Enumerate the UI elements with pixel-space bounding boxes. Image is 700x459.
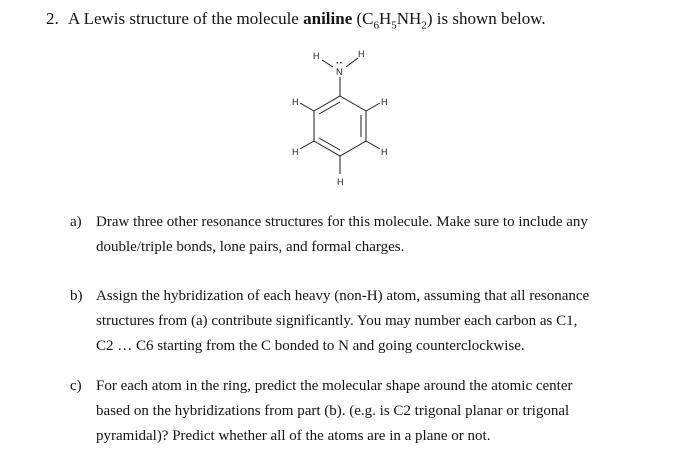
formula-sub-6: 6 xyxy=(373,19,379,32)
part-b-text: Assign the hybridization of each heavy (… xyxy=(96,284,650,359)
part-c-label: c) xyxy=(70,378,82,394)
question-number: 2. xyxy=(46,9,59,28)
atom-h-c4: H xyxy=(337,177,344,187)
bond-n-h-right xyxy=(345,57,359,68)
part-b: b) Assign the hybridization of each heav… xyxy=(70,284,650,359)
atom-h-c3: H xyxy=(381,147,388,157)
bond-c3-h xyxy=(365,140,381,150)
double-bond-c6-c1 xyxy=(318,101,341,115)
lone-pair: ·· xyxy=(336,58,343,69)
double-bond-c4-c5 xyxy=(318,137,341,151)
part-a-line-2: double/triple bonds, lone pairs, and for… xyxy=(96,239,405,255)
part-a-label: a) xyxy=(70,214,82,230)
part-c-text: For each atom in the ring, predict the m… xyxy=(96,374,650,449)
formula-h: H xyxy=(378,9,392,28)
atom-h-c2: H xyxy=(381,97,388,107)
part-b-line-2: structures from (a) contribute significa… xyxy=(96,313,578,329)
question-header: 2. A Lewis structure of the molecule anil… xyxy=(46,8,546,32)
part-a-text: Draw three other resonance structures fo… xyxy=(96,210,650,260)
aniline-lewis-structure: N ·· H H H H H H H xyxy=(292,49,388,187)
formula-open: (C xyxy=(352,9,374,28)
part-a-line-1: Draw three other resonance structures fo… xyxy=(96,214,588,230)
part-b-line-3: C2 … C6 starting from the C bonded to N … xyxy=(96,338,525,354)
bond-c2-h xyxy=(365,102,381,112)
bonds xyxy=(299,57,381,174)
bond-n-h-left xyxy=(321,59,334,68)
atom-h-n-right: H xyxy=(358,49,365,59)
atom-h-n-left: H xyxy=(313,51,320,61)
formula-nh: NH xyxy=(396,9,422,28)
question-intro: A Lewis structure of the molecule xyxy=(68,9,304,28)
part-b-label: b) xyxy=(70,288,83,304)
formula-sub-5: 5 xyxy=(391,19,397,32)
formula-close: ) xyxy=(426,9,433,28)
part-c: c) For each atom in the ring, predict th… xyxy=(70,374,650,449)
bond-c6-h xyxy=(299,102,315,112)
molecule-name: aniline xyxy=(303,9,353,28)
formula-sub-2: 2 xyxy=(421,19,427,32)
part-c-line-2: based on the hybridizations from part (b… xyxy=(96,403,570,419)
part-c-line-1: For each atom in the ring, predict the m… xyxy=(96,378,573,394)
benzene-ring xyxy=(313,95,367,157)
atom-h-c5: H xyxy=(292,147,299,157)
part-b-line-1: Assign the hybridization of each heavy (… xyxy=(96,288,590,304)
part-a: a) Draw three other resonance structures… xyxy=(70,210,650,260)
atom-h-c6: H xyxy=(292,97,299,107)
question-intro-end: is shown below. xyxy=(432,9,546,28)
atom-n: N xyxy=(336,67,343,77)
part-c-line-3: pyramidal)? Predict whether all of the a… xyxy=(96,428,491,444)
bond-c5-h xyxy=(299,140,315,150)
